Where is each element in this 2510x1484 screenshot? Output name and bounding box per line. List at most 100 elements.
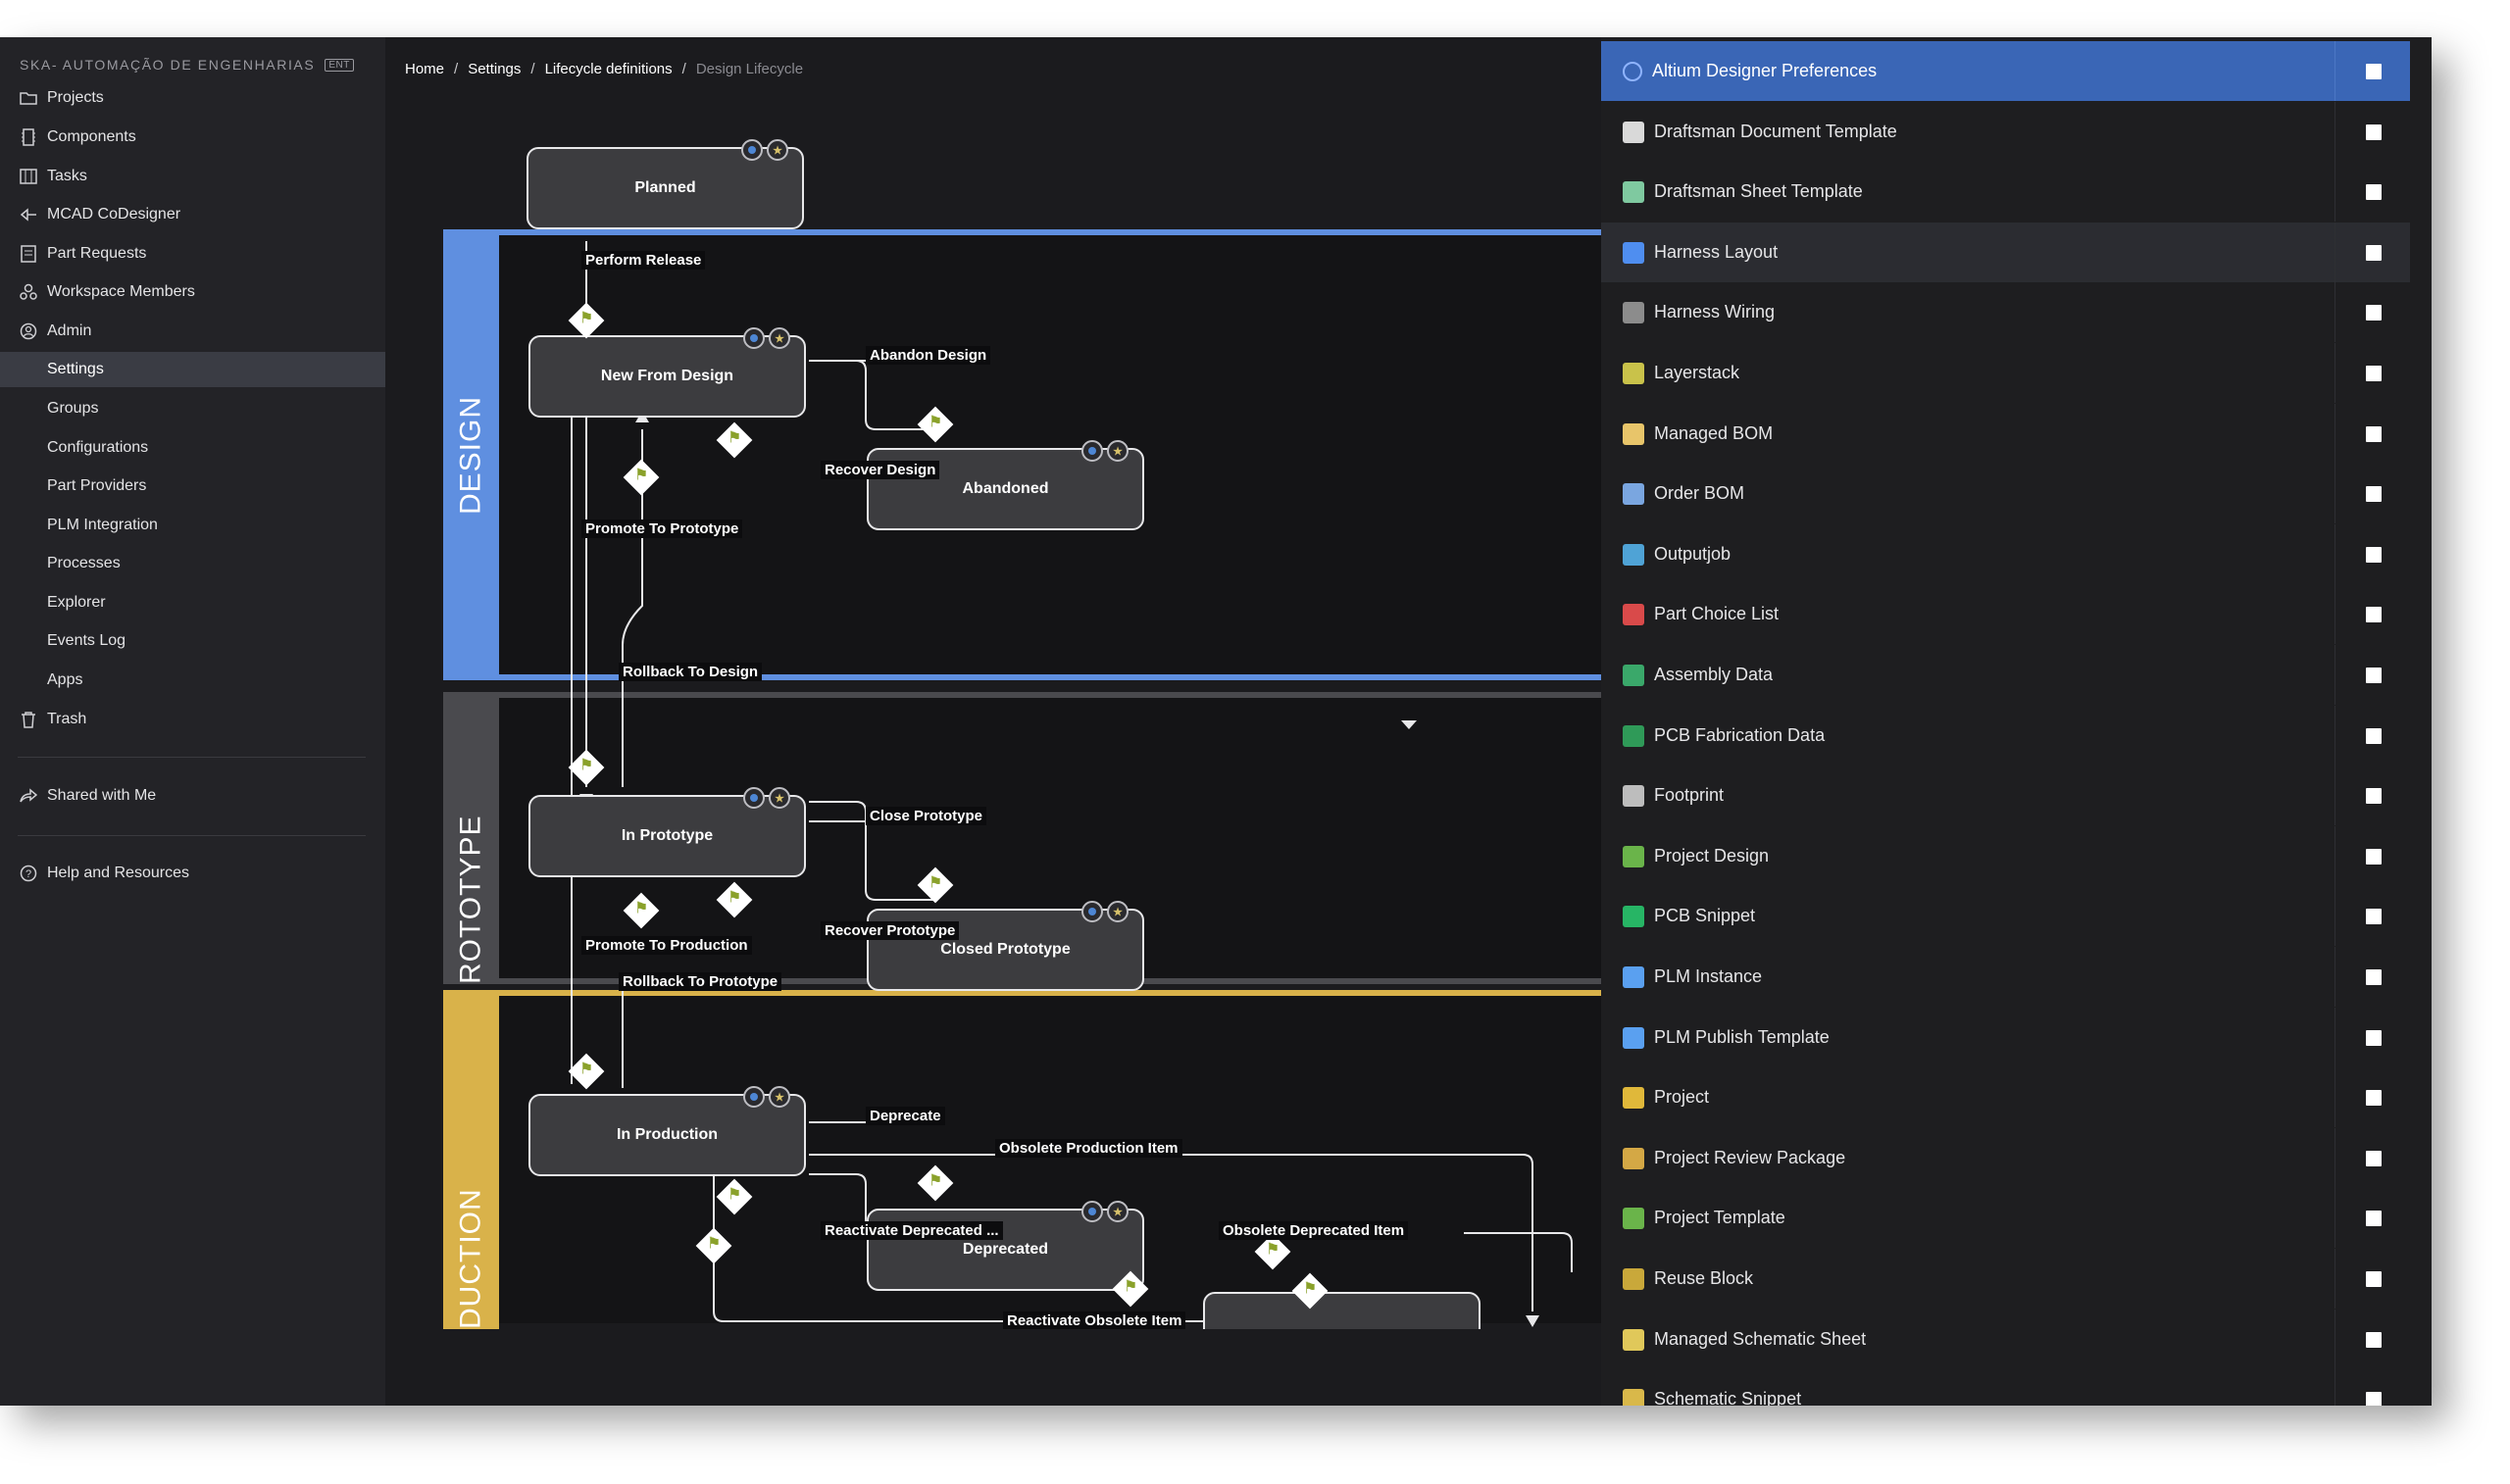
row-checkbox[interactable] (2365, 908, 2382, 924)
transition-abandon-design[interactable]: Abandon Design (866, 346, 991, 365)
star-icon[interactable]: ★ (767, 139, 788, 161)
sidebar-item-admin[interactable]: Admin (0, 314, 385, 349)
sidebar-item-shared-with-me[interactable]: Shared with Me (0, 778, 385, 814)
sidebar-item-projects[interactable]: Projects (0, 80, 385, 116)
sidebar-item-components[interactable]: Components (0, 120, 385, 155)
row-checkbox[interactable] (2365, 968, 2382, 985)
breadcrumb-home[interactable]: Home (405, 61, 445, 77)
content-type-row[interactable]: Outputjob (1601, 524, 2410, 584)
content-type-row[interactable]: PLM Publish Template (1601, 1008, 2410, 1067)
row-checkbox[interactable] (2365, 848, 2382, 865)
sidebar-item-help[interactable]: ? Help and Resources (0, 856, 385, 891)
state-abandoned[interactable]: Abandoned ★ (867, 440, 1144, 530)
sidebar-item-events-log[interactable]: Events Log (0, 623, 385, 659)
transition-obsolete-production-item[interactable]: Obsolete Production Item (995, 1139, 1182, 1158)
transition-reactivate-deprecated[interactable]: Reactivate Deprecated ... (821, 1221, 1003, 1240)
content-type-row[interactable]: Managed BOM (1601, 404, 2410, 464)
row-checkbox[interactable] (2365, 1331, 2382, 1348)
content-type-row[interactable]: Footprint (1601, 766, 2410, 825)
row-checkbox[interactable] (2365, 244, 2382, 261)
content-type-row[interactable]: Layerstack (1601, 343, 2410, 403)
transition-obsolete-deprecated-item[interactable]: Obsolete Deprecated Item (1219, 1221, 1409, 1240)
star-icon[interactable]: ★ (1107, 1201, 1129, 1222)
row-checkbox[interactable] (2365, 63, 2382, 79)
eye-icon[interactable] (1081, 440, 1103, 462)
content-type-row[interactable]: Harness Layout (1601, 223, 2410, 282)
row-checkbox[interactable] (2365, 1210, 2382, 1226)
sidebar-item-apps[interactable]: Apps (0, 663, 385, 698)
transition-recover-prototype[interactable]: Recover Prototype (821, 921, 960, 940)
content-type-row[interactable]: Project (1601, 1067, 2410, 1127)
row-checkbox[interactable] (2365, 787, 2382, 804)
content-type-row[interactable]: Project Review Package (1601, 1128, 2410, 1188)
content-type-row[interactable]: Managed Schematic Sheet (1601, 1310, 2410, 1369)
sidebar-item-workspace-members[interactable]: Workspace Members (0, 274, 385, 310)
row-checkbox[interactable] (2365, 485, 2382, 502)
content-type-row[interactable]: Draftsman Sheet Template (1601, 162, 2410, 222)
row-checkbox[interactable] (2365, 304, 2382, 321)
eye-icon[interactable] (741, 139, 763, 161)
row-checkbox[interactable] (2365, 667, 2382, 683)
state-new-from-design[interactable]: New From Design ★ (528, 327, 806, 418)
row-checkbox[interactable] (2365, 124, 2382, 140)
row-checkbox[interactable] (2365, 1270, 2382, 1287)
content-type-row[interactable]: PCB Fabrication Data (1601, 706, 2410, 766)
sidebar-item-part-requests[interactable]: Part Requests (0, 236, 385, 272)
star-icon[interactable]: ★ (769, 327, 790, 349)
content-type-row[interactable]: Assembly Data (1601, 645, 2410, 705)
content-type-row[interactable]: Reuse Block (1601, 1249, 2410, 1309)
star-icon[interactable]: ★ (1107, 440, 1129, 462)
row-checkbox[interactable] (2365, 606, 2382, 622)
workspace-name[interactable]: SKA- AUTOMAÇÃO DE ENGENHARIAS ENT (20, 57, 354, 73)
content-type-row[interactable]: Schematic Snippet (1601, 1369, 2410, 1406)
eye-icon[interactable] (1081, 901, 1103, 922)
sidebar-item-explorer[interactable]: Explorer (0, 585, 385, 620)
sidebar-item-tasks[interactable]: Tasks (0, 159, 385, 194)
sidebar-item-mcad-codesigner[interactable]: MCAD CoDesigner (0, 197, 385, 232)
sidebar-item-settings[interactable]: Settings (0, 352, 385, 387)
eye-icon[interactable] (743, 327, 765, 349)
content-type-row[interactable]: Project Design (1601, 826, 2410, 886)
eye-icon[interactable] (1081, 1201, 1103, 1222)
breadcrumb-lifecycle-definitions[interactable]: Lifecycle definitions (544, 61, 673, 77)
transition-rollback-to-prototype[interactable]: Rollback To Prototype (619, 972, 782, 991)
state-in-prototype[interactable]: In Prototype ★ (528, 787, 806, 877)
content-type-row[interactable]: Draftsman Document Template (1601, 102, 2410, 162)
sidebar-item-plm-integration[interactable]: PLM Integration (0, 508, 385, 543)
sidebar-item-trash[interactable]: Trash (0, 702, 385, 737)
transition-reactivate-obsolete-item[interactable]: Reactivate Obsolete Item (1003, 1311, 1186, 1329)
transition-close-prototype[interactable]: Close Prototype (866, 807, 987, 825)
transition-perform-release[interactable]: Perform Release (581, 251, 706, 270)
row-checkbox[interactable] (2365, 365, 2382, 381)
sidebar-item-part-providers[interactable]: Part Providers (0, 469, 385, 504)
row-checkbox[interactable] (2365, 1391, 2382, 1406)
transition-promote-to-production[interactable]: Promote To Production (581, 936, 752, 955)
sidebar-item-processes[interactable]: Processes (0, 546, 385, 581)
state-obsolete[interactable] (1203, 1292, 1481, 1329)
transition-recover-design[interactable]: Recover Design (821, 461, 940, 479)
content-type-row[interactable]: Order BOM (1601, 464, 2410, 523)
row-checkbox[interactable] (2365, 1150, 2382, 1166)
row-checkbox[interactable] (2365, 425, 2382, 442)
state-planned[interactable]: Planned ★ (527, 139, 804, 229)
row-checkbox[interactable] (2365, 183, 2382, 200)
content-type-row[interactable]: Altium Designer Preferences (1601, 41, 2410, 101)
row-checkbox[interactable] (2365, 546, 2382, 563)
state-in-production[interactable]: In Production ★ (528, 1086, 806, 1176)
content-type-row[interactable]: Part Choice List (1601, 584, 2410, 644)
transition-rollback-to-design[interactable]: Rollback To Design (619, 663, 763, 681)
content-type-row[interactable]: Project Template (1601, 1188, 2410, 1248)
eye-icon[interactable] (743, 1086, 765, 1108)
row-checkbox[interactable] (2365, 1089, 2382, 1106)
star-icon[interactable]: ★ (769, 1086, 790, 1108)
transition-deprecate[interactable]: Deprecate (866, 1107, 945, 1125)
eye-icon[interactable] (743, 787, 765, 809)
row-checkbox[interactable] (2365, 727, 2382, 744)
content-type-row[interactable]: PCB Snippet (1601, 886, 2410, 946)
star-icon[interactable]: ★ (1107, 901, 1129, 922)
transition-promote-to-prototype[interactable]: Promote To Prototype (581, 519, 743, 538)
sidebar-item-configurations[interactable]: Configurations (0, 430, 385, 466)
content-type-row[interactable]: Harness Wiring (1601, 282, 2410, 342)
star-icon[interactable]: ★ (769, 787, 790, 809)
row-checkbox[interactable] (2365, 1029, 2382, 1046)
